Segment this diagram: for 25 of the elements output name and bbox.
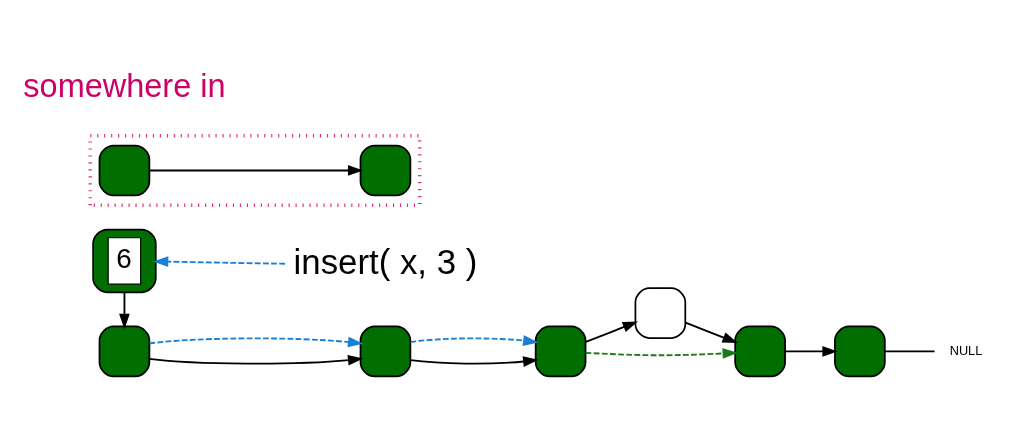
arrow xyxy=(784,345,838,357)
arrow xyxy=(409,334,539,346)
node-box xyxy=(98,144,151,196)
arrow xyxy=(148,336,364,347)
node-box: 6 xyxy=(92,228,157,293)
arrow xyxy=(148,354,364,366)
cluster xyxy=(88,133,422,207)
label: somewhere in xyxy=(23,67,226,104)
node-box xyxy=(634,286,687,339)
node-box xyxy=(359,144,412,196)
node-box xyxy=(359,325,412,377)
node-box xyxy=(834,325,886,377)
node-box xyxy=(534,325,587,377)
arrow xyxy=(152,255,286,267)
arrow xyxy=(684,321,738,343)
arrow xyxy=(584,347,738,359)
arrow xyxy=(148,164,364,176)
arrow xyxy=(409,355,539,367)
node-box xyxy=(734,325,786,377)
arrow xyxy=(119,291,130,329)
node-box xyxy=(98,325,151,377)
arrow xyxy=(584,320,638,343)
node-text: NULL xyxy=(949,342,983,358)
connector xyxy=(884,350,936,352)
node-text: insert( x, 3 ) xyxy=(293,241,478,281)
